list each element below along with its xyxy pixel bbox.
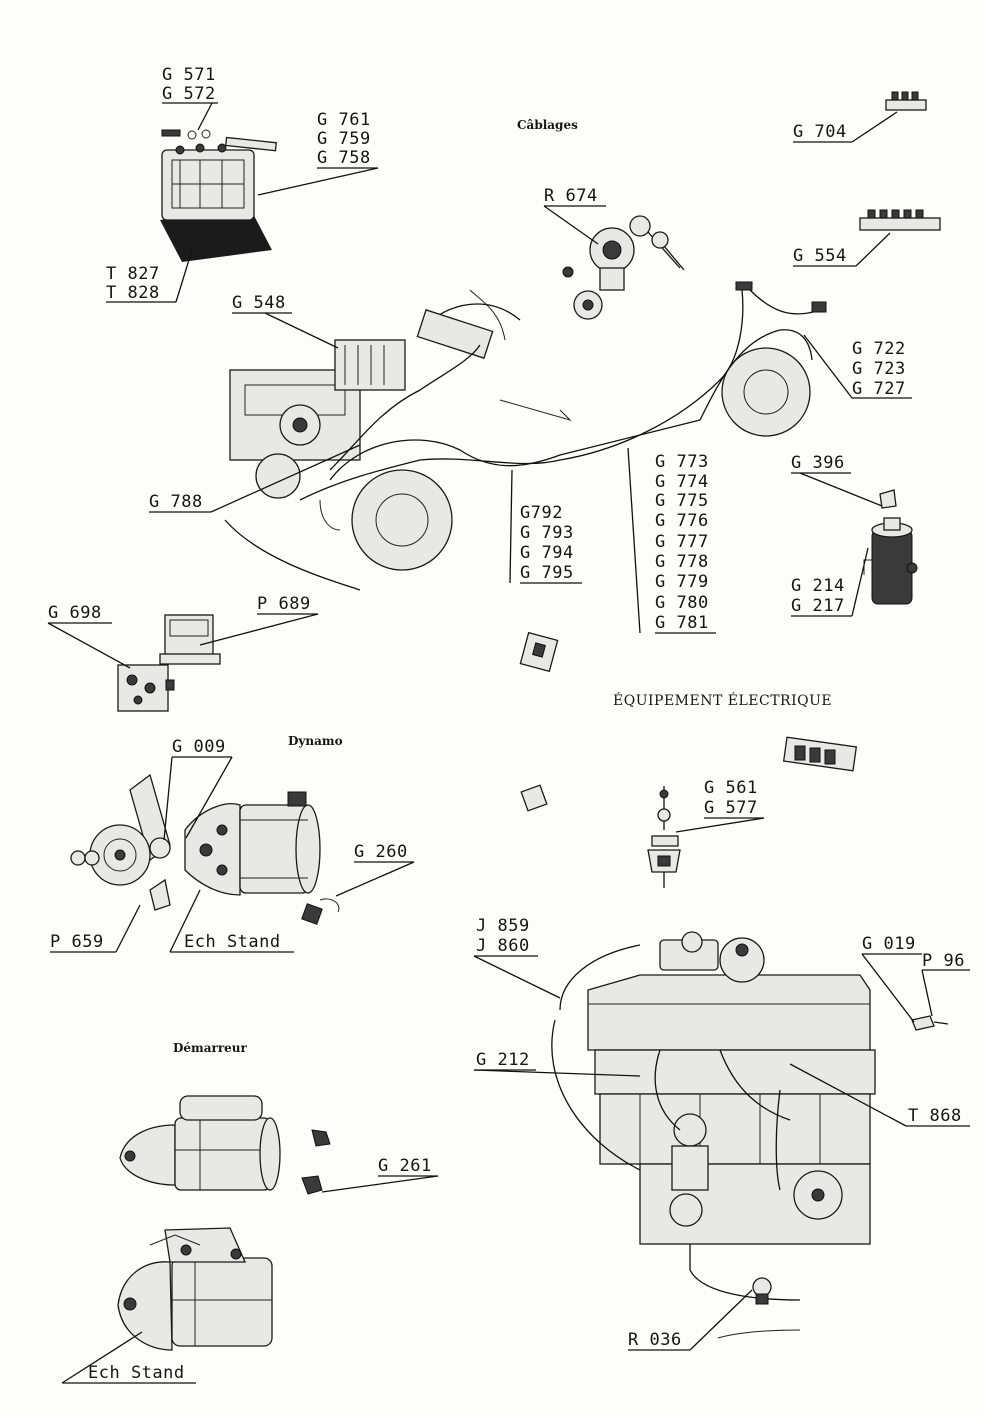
part-label: G 781 bbox=[655, 613, 709, 633]
relay-block-drawing bbox=[782, 736, 858, 772]
ignition-switch-drawing bbox=[562, 215, 685, 320]
part-label: G 572 bbox=[162, 84, 216, 104]
part-label: G 779 bbox=[655, 572, 709, 592]
part-label: G 778 bbox=[655, 552, 709, 572]
part-label: G 794 bbox=[520, 543, 574, 563]
part-label: G 777 bbox=[655, 532, 709, 552]
distributor-drawing bbox=[647, 786, 681, 888]
connector-drawings bbox=[859, 91, 941, 231]
part-label: G 788 bbox=[149, 492, 203, 512]
part-label: R 036 bbox=[628, 1330, 682, 1350]
part-label: G 212 bbox=[476, 1050, 530, 1070]
part-label: J 859 bbox=[476, 916, 530, 936]
starter-drawing-2 bbox=[117, 1227, 273, 1351]
part-label: G 217 bbox=[791, 596, 845, 616]
part-label: R 674 bbox=[544, 186, 598, 206]
part-label: T 828 bbox=[106, 283, 160, 303]
part-label: G 775 bbox=[655, 491, 709, 511]
part-label: G 554 bbox=[793, 246, 847, 266]
switch-drawing bbox=[519, 631, 559, 812]
part-label: G 214 bbox=[791, 576, 845, 596]
car-harness-drawing bbox=[224, 281, 827, 591]
part-label: G 759 bbox=[317, 129, 371, 149]
part-label: Ech Stand bbox=[88, 1363, 185, 1383]
part-label: G 009 bbox=[172, 737, 226, 757]
regulator-drawing bbox=[117, 614, 221, 712]
part-label: G 758 bbox=[317, 148, 371, 168]
part-label: P 659 bbox=[50, 932, 104, 952]
part-label: G 577 bbox=[704, 798, 758, 818]
section-heading-cablages: Câblages bbox=[517, 118, 578, 132]
part-label: G792 bbox=[520, 503, 563, 523]
section-heading-demarreur: Démarreur bbox=[173, 1041, 247, 1055]
part-label: G 761 bbox=[317, 110, 371, 130]
part-label: G 722 bbox=[852, 339, 906, 359]
part-label: Ech Stand bbox=[184, 932, 281, 952]
part-label: P 689 bbox=[257, 594, 311, 614]
part-label: G 776 bbox=[655, 511, 709, 531]
part-label: G 698 bbox=[48, 603, 102, 623]
engine-drawing bbox=[551, 931, 949, 1339]
part-label: G 723 bbox=[852, 359, 906, 379]
part-label: P 96 bbox=[922, 951, 965, 971]
part-label: G 774 bbox=[655, 472, 709, 492]
part-label: T 868 bbox=[908, 1106, 962, 1126]
part-label: G 795 bbox=[520, 563, 574, 583]
part-label: G 548 bbox=[232, 293, 286, 313]
part-label: G 773 bbox=[655, 452, 709, 472]
part-label: G 396 bbox=[791, 453, 845, 473]
part-label: T 827 bbox=[106, 264, 160, 284]
part-label: G 704 bbox=[793, 122, 847, 142]
leader-lines bbox=[47, 102, 970, 1384]
part-label: G 260 bbox=[354, 842, 408, 862]
ignition-coil-drawing bbox=[863, 489, 918, 605]
part-label: G 780 bbox=[655, 593, 709, 613]
part-label: G 261 bbox=[378, 1156, 432, 1176]
part-label: G 793 bbox=[520, 523, 574, 543]
section-heading-dynamo: Dynamo bbox=[288, 734, 343, 748]
section-heading-equipement-electrique: ÉQUIPEMENT ÉLECTRIQUE bbox=[613, 693, 833, 709]
part-label: J 860 bbox=[476, 936, 530, 956]
starter-drawing-1 bbox=[119, 1095, 331, 1195]
part-label: G 019 bbox=[862, 934, 916, 954]
part-label: G 727 bbox=[852, 379, 906, 399]
battery-drawing bbox=[160, 129, 277, 262]
dynamo-drawing bbox=[70, 773, 340, 925]
part-label: G 571 bbox=[162, 65, 216, 85]
part-label: G 561 bbox=[704, 778, 758, 798]
